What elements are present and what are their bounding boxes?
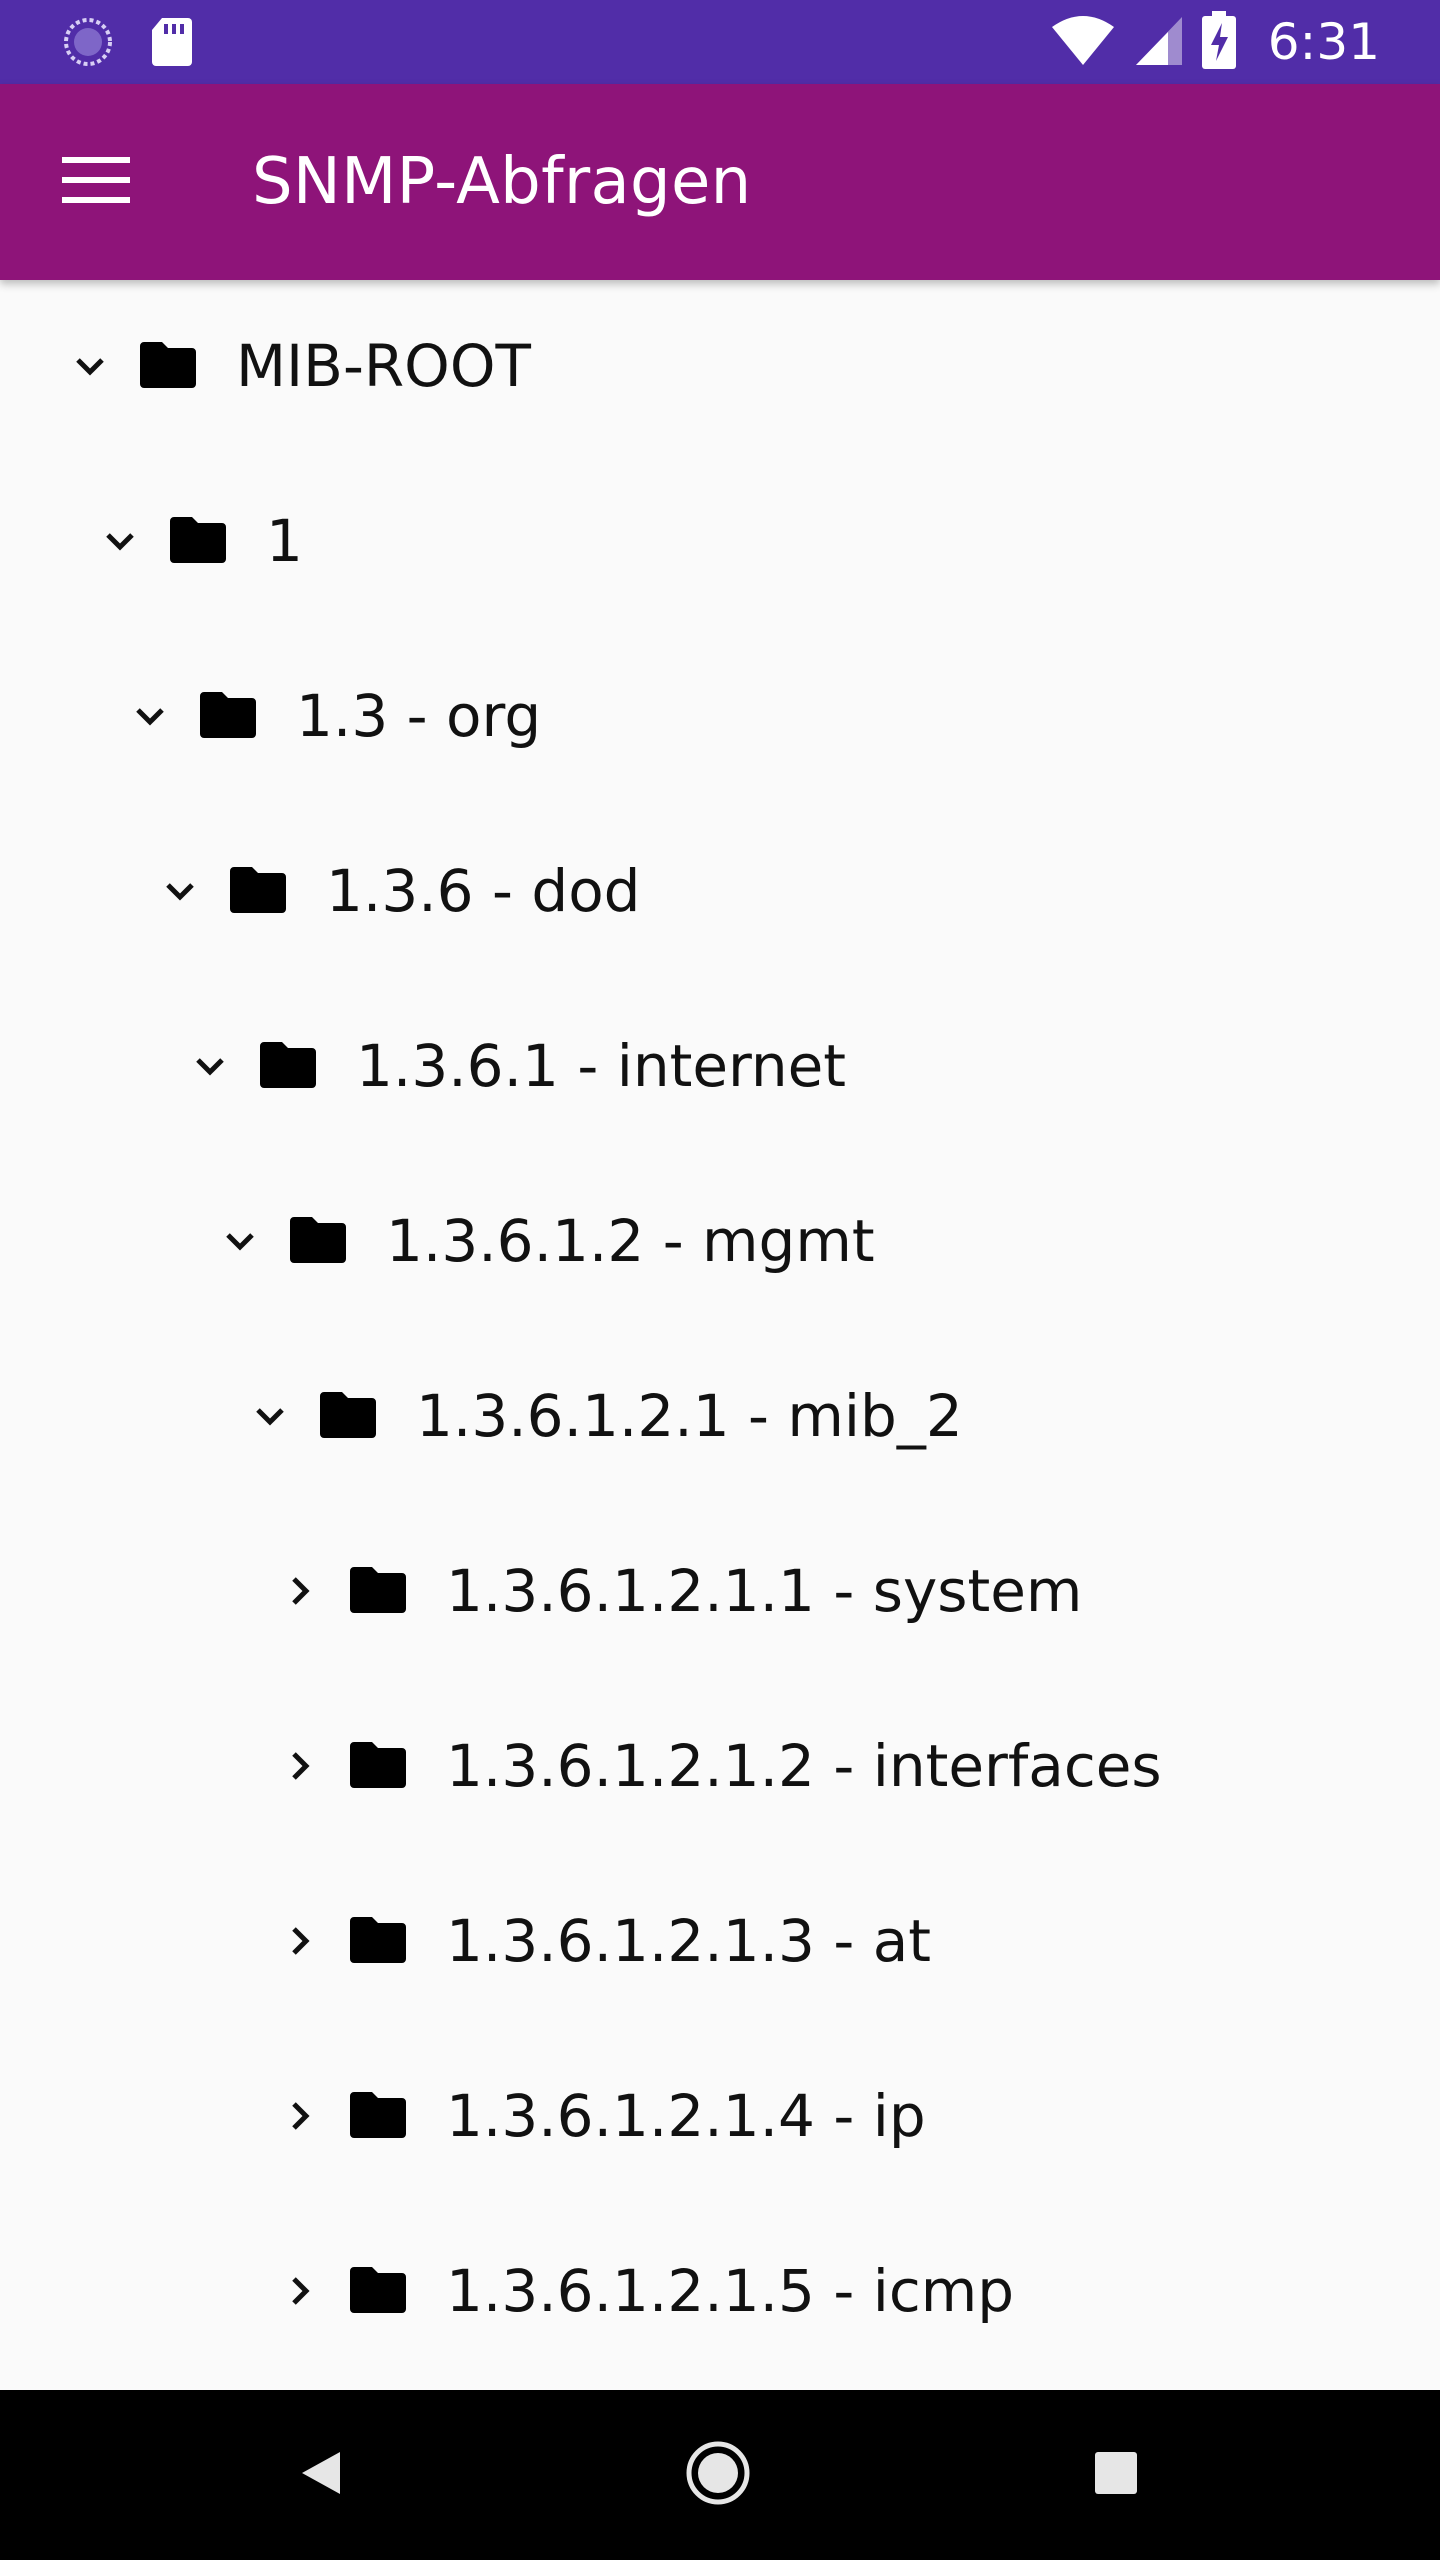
status-bar: 6:31 xyxy=(0,0,1440,84)
chevron-down-icon[interactable] xyxy=(248,1394,292,1438)
mib-tree-list: MIB-ROOT 1 1.3 - org 1.3.6 - dod 1.3.6.1 - i… xyxy=(0,280,1440,2390)
chevron-down-icon[interactable] xyxy=(68,344,112,388)
tree-item[interactable]: 1.3.6.1.2.1.3 - at xyxy=(0,1855,1440,2030)
back-button[interactable] xyxy=(270,2425,370,2525)
tree-item-label: 1.3 - org xyxy=(296,682,542,750)
tree-item[interactable]: MIB-ROOT xyxy=(0,280,1440,455)
chevron-down-icon[interactable] xyxy=(98,519,142,563)
chevron-down-icon[interactable] xyxy=(158,869,202,913)
folder-icon xyxy=(320,1392,376,1438)
page-title: SNMP-Abfragen xyxy=(252,145,752,219)
folder-icon xyxy=(230,867,286,913)
folder-icon xyxy=(350,2267,406,2313)
tree-item[interactable]: 1.3.6 - dod xyxy=(0,805,1440,980)
tree-item-label: 1.3.6.1.2.1 - mib_2 xyxy=(416,1382,963,1450)
menu-button[interactable] xyxy=(48,134,144,230)
tree-item-label: 1.3.6.1.2.1.5 - icmp xyxy=(446,2257,1015,2325)
folder-icon xyxy=(260,1042,316,1088)
folder-icon xyxy=(200,692,256,738)
chevron-down-icon[interactable] xyxy=(128,694,172,738)
tree-item[interactable]: 1.3.6.1.2.1.5 - icmp xyxy=(0,2205,1440,2380)
battery-charging-icon xyxy=(1201,11,1236,73)
chevron-right-icon[interactable] xyxy=(278,2094,322,2138)
tree-item-label: 1 xyxy=(266,507,303,575)
tree-item[interactable]: 1.3.6.1.2.1.1 - system xyxy=(0,1505,1440,1680)
wifi-icon xyxy=(1050,13,1116,71)
chevron-right-icon[interactable] xyxy=(278,2269,322,2313)
tree-item-label: 1.3.6.1.2.1.4 - ip xyxy=(446,2082,926,2150)
folder-icon xyxy=(290,1217,346,1263)
folder-icon xyxy=(140,342,196,388)
tree-item-label: MIB-ROOT xyxy=(236,332,531,400)
sync-icon xyxy=(62,16,114,72)
tree-item[interactable]: 1.3.6.1.2.1.2 - interfaces xyxy=(0,1680,1440,1855)
sd-card-icon xyxy=(150,16,194,72)
tree-item-label: 1.3.6.1.2.1.1 - system xyxy=(446,1557,1083,1625)
folder-icon xyxy=(350,2092,406,2138)
chevron-right-icon[interactable] xyxy=(278,1919,322,1963)
app-bar: SNMP-Abfragen xyxy=(0,84,1440,280)
chevron-right-icon[interactable] xyxy=(278,1744,322,1788)
chevron-down-icon[interactable] xyxy=(188,1044,232,1088)
chevron-right-icon[interactable] xyxy=(278,1569,322,1613)
tree-item[interactable]: 1.3.6.1.2 - mgmt xyxy=(0,1155,1440,1330)
status-time: 6:31 xyxy=(1267,13,1380,71)
tree-item-label: 1.3.6 - dod xyxy=(326,857,641,925)
tree-item[interactable]: 1 xyxy=(0,455,1440,630)
folder-icon xyxy=(350,1742,406,1788)
tree-item-label: 1.3.6.1 - internet xyxy=(356,1032,847,1100)
menu-icon xyxy=(62,155,130,209)
tree-item-label: 1.3.6.1.2.1.3 - at xyxy=(446,1907,932,1975)
chevron-down-icon[interactable] xyxy=(218,1219,262,1263)
back-icon xyxy=(296,2448,344,2502)
home-button[interactable] xyxy=(668,2425,768,2525)
folder-icon xyxy=(350,1917,406,1963)
tree-item[interactable]: 1.3.6.1 - internet xyxy=(0,980,1440,1155)
recents-icon xyxy=(1093,2450,1139,2500)
tree-item-label: 1.3.6.1.2 - mgmt xyxy=(386,1207,875,1275)
tree-item-label: 1.3.6.1.2.1.2 - interfaces xyxy=(446,1732,1162,1800)
recents-button[interactable] xyxy=(1066,2425,1166,2525)
tree-item[interactable]: 1.3 - org xyxy=(0,630,1440,805)
folder-icon xyxy=(350,1567,406,1613)
tree-item[interactable]: 1.3.6.1.2.1.4 - ip xyxy=(0,2030,1440,2205)
folder-icon xyxy=(170,517,226,563)
home-icon xyxy=(685,2440,751,2510)
navigation-bar xyxy=(0,2390,1440,2560)
signal-icon xyxy=(1134,13,1184,71)
tree-item[interactable]: 1.3.6.1.2.1 - mib_2 xyxy=(0,1330,1440,1505)
